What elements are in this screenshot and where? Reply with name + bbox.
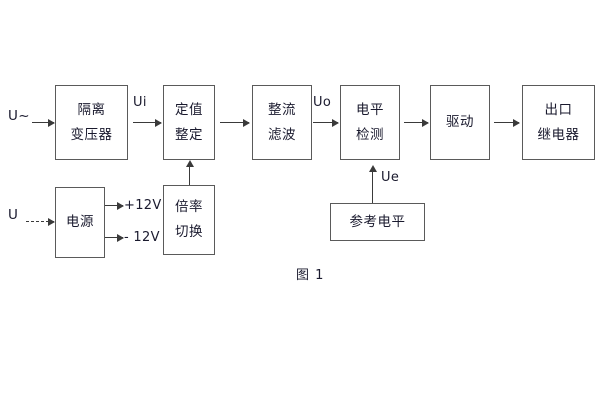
arrow-reference-level-to-level-detection (368, 165, 377, 203)
arrow-setpoint-to-rectify-filter (220, 118, 250, 127)
block-reference-level: 参考电平 (330, 203, 425, 241)
block-level-detection-line1: 电平 (356, 101, 384, 118)
block-level-detection: 电平 检测 (340, 85, 400, 160)
block-rectify-filter-line2: 滤波 (268, 126, 296, 143)
block-multiplier-switch: 倍率 切换 (163, 185, 215, 255)
block-setpoint-setting-line2: 整定 (175, 126, 203, 143)
arrow-level-detection-to-drive (404, 118, 429, 127)
block-drive-line1: 驱动 (446, 114, 474, 131)
block-power-supply-line1: 电源 (66, 214, 94, 231)
input-dc-label: U (8, 207, 19, 223)
figure-caption: 图 1 (296, 268, 325, 283)
block-isolation-transformer: 隔离 变压器 (55, 85, 128, 160)
block-isolation-transformer-line2: 变压器 (70, 126, 113, 143)
block-rectify-filter-line1: 整流 (268, 101, 296, 118)
arrow-input-to-power-supply (26, 217, 55, 226)
block-output-relay: 出口 继电器 (522, 85, 595, 160)
block-output-relay-line2: 继电器 (537, 126, 580, 143)
block-output-relay-line1: 出口 (544, 101, 573, 118)
arrow-power-supply-negative-output (105, 233, 124, 242)
arrow-multiplier-switch-to-setpoint (185, 160, 194, 185)
signal-label-ui: Ui (133, 95, 147, 110)
arrow-rectify-filter-to-level-detection (313, 118, 339, 127)
block-drive: 驱动 (430, 85, 490, 160)
block-setpoint-setting-line1: 定值 (175, 101, 203, 118)
arrow-input-to-isolation-transformer (32, 118, 55, 127)
signal-label-ue: Ue (381, 170, 400, 185)
block-multiplier-switch-line2: 切换 (175, 224, 203, 240)
signal-label-uo: Uo (313, 95, 332, 110)
arrow-power-supply-positive-output (105, 201, 124, 210)
arrow-drive-to-output-relay (494, 118, 520, 127)
block-isolation-transformer-line1: 隔离 (77, 101, 106, 118)
input-ac-label: U~ (8, 108, 30, 124)
arrow-isolation-transformer-to-setpoint (133, 118, 162, 127)
block-level-detection-line2: 检测 (356, 126, 384, 143)
block-setpoint-setting: 定值 整定 (163, 85, 215, 160)
block-rectify-filter: 整流 滤波 (252, 85, 312, 160)
block-power-supply: 电源 (55, 187, 105, 258)
block-multiplier-switch-line1: 倍率 (175, 199, 203, 216)
supply-output-positive-label: +12V (124, 198, 162, 213)
block-reference-level-line1: 参考电平 (349, 213, 406, 230)
supply-output-negative-label: - 12V (124, 230, 160, 245)
